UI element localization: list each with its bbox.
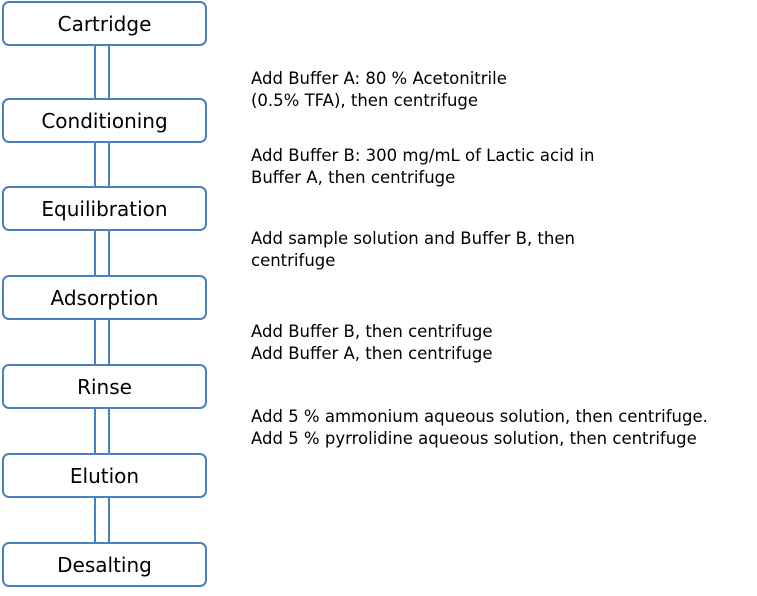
note-elution: Add 5 % ammonium aqueous solution, then …: [251, 406, 708, 450]
connector-conditioning-equilibration: [94, 143, 110, 187]
step-equilibration: Equilibration: [2, 186, 207, 231]
note-line: Add sample solution and Buffer B, then: [251, 229, 575, 248]
note-rinse: Add Buffer B, then centrifuge Add Buffer…: [251, 321, 493, 365]
note-line: Add Buffer A, then centrifuge: [251, 344, 493, 363]
step-adsorption: Adsorption: [2, 275, 207, 320]
note-line: (0.5% TFA), then centrifuge: [251, 91, 479, 110]
connector-elution-desalting: [94, 498, 110, 543]
note-line: Add Buffer B, then centrifuge: [251, 322, 493, 341]
note-equilibration: Add Buffer B: 300 mg/mL of Lactic acid i…: [251, 145, 594, 189]
note-adsorption: Add sample solution and Buffer B, then c…: [251, 228, 575, 272]
connector-adsorption-rinse: [94, 320, 110, 365]
note-line: centrifuge: [251, 251, 336, 270]
step-elution: Elution: [2, 453, 207, 498]
connector-equilibration-adsorption: [94, 231, 110, 276]
note-line: Add 5 % pyrrolidine aqueous solution, th…: [251, 429, 697, 448]
note-line: Buffer A, then centrifuge: [251, 168, 456, 187]
connector-rinse-elution: [94, 409, 110, 454]
note-line: Add Buffer A: 80 % Acetonitrile: [251, 69, 507, 88]
note-line: Add 5 % ammonium aqueous solution, then …: [251, 407, 708, 426]
note-conditioning: Add Buffer A: 80 % Acetonitrile (0.5% TF…: [251, 68, 507, 112]
step-rinse: Rinse: [2, 364, 207, 409]
step-desalting: Desalting: [2, 542, 207, 587]
step-conditioning: Conditioning: [2, 98, 207, 143]
step-cartridge: Cartridge: [2, 1, 207, 46]
connector-cartridge-conditioning: [94, 46, 110, 99]
note-line: Add Buffer B: 300 mg/mL of Lactic acid i…: [251, 146, 595, 165]
